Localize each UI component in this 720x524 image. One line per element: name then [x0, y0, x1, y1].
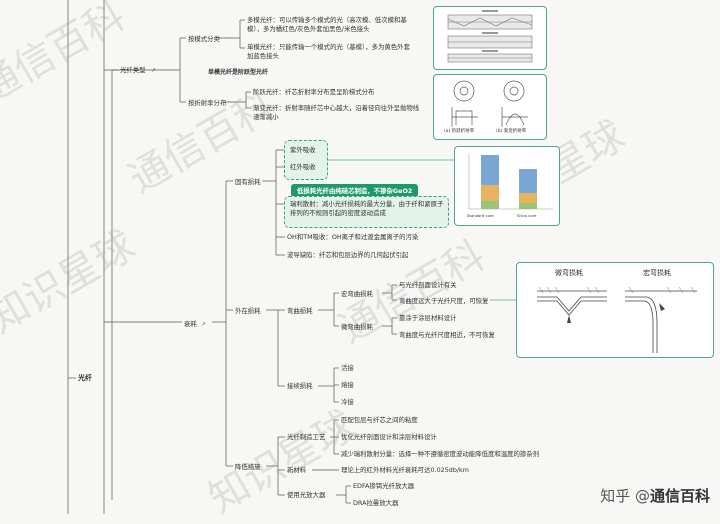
- node-process[interactable]: 光纤制造工艺: [287, 433, 326, 441]
- dashed-group-absorption: [284, 140, 328, 180]
- node-extrinsic-loss[interactable]: 外在损耗: [235, 307, 261, 315]
- chart-bar: [519, 203, 537, 209]
- chart-label-silica: Silica core: [517, 213, 537, 218]
- node-bending-loss[interactable]: 弯曲损耗: [287, 307, 313, 315]
- highlight-pure-silica: 低损耗光纤由纯硅芯制造，不掺杂GeO2: [291, 184, 419, 197]
- brand-watermark: 知乎 @通信百科: [600, 487, 710, 505]
- image-index-profile: (a) 阶跃折射率 (b) 渐变折射率: [433, 74, 547, 140]
- node-splice-item-1[interactable]: 活接: [341, 364, 354, 372]
- node-micro-item-2[interactable]: 弯曲度与光纤尺度相近，不可恢复: [399, 331, 495, 339]
- dashed-group-rayleigh: [284, 196, 449, 228]
- node-graded-index[interactable]: 渐变光纤：折射率随纤芯中心越大，沿着径向往外呈抛物线递渐减小: [253, 104, 420, 121]
- fig-caption-macro: 宏弯损耗: [643, 269, 671, 277]
- note-singlemode-step: 单模光纤是阶跃型光纤: [208, 69, 269, 76]
- external-link-icon[interactable]: ↗: [201, 321, 207, 328]
- chart-bar: [481, 201, 499, 209]
- node-micro-item-1[interactable]: 靠涂于涂层材料设计: [399, 314, 457, 322]
- node-splice-loss[interactable]: 接续损耗: [287, 382, 313, 390]
- node-amplifier[interactable]: 使用光放大器: [287, 491, 326, 499]
- node-amp-edfa[interactable]: EDFA掺铒光纤放大器: [353, 482, 415, 490]
- node-oh-tm[interactable]: OH和TM吸收：OH离子和过渡金属离子的污染: [287, 233, 419, 241]
- node-process-item-3[interactable]: 减少瑞利散射分量：选择一种不遵循密度波动能降低度和温度的掺杂剂: [341, 450, 540, 458]
- node-rayleigh[interactable]: 瑞利散射：减小光纤损耗的最大分量，由于纤和紧原子排列的不规则引起的密度波动造成: [290, 200, 444, 217]
- node-macro-item-2[interactable]: 弯曲度远大于光纤尺度，可恢复: [399, 297, 489, 305]
- chart-bar: [519, 169, 537, 193]
- node-root[interactable]: 光纤: [78, 374, 92, 382]
- node-process-item-1[interactable]: 匹配包层与纤芯之间的粘度: [341, 416, 418, 424]
- node-step-index[interactable]: 阶跃光纤：纤芯折射率分布是呈阶梯式分布: [253, 88, 375, 96]
- node-splice-item-3[interactable]: 冷接: [341, 398, 354, 406]
- node-singlemode[interactable]: 单模光纤：只能传输一个模式的光（基模），多为黄色外套加蓝色接头: [247, 43, 410, 60]
- chart-bar: [481, 185, 499, 201]
- node-reduction[interactable]: 降低措施: [235, 463, 261, 471]
- node-macro-item-1[interactable]: 与光纤剖面设计有关: [399, 281, 457, 289]
- node-uv-absorption[interactable]: 紫外吸收: [290, 146, 316, 154]
- node-amp-dra[interactable]: DRA拉曼放大器: [353, 499, 399, 507]
- chart-bar: [519, 193, 537, 203]
- node-by-index[interactable]: 按折射率分布: [188, 99, 227, 107]
- image-mode-diagram: [433, 6, 547, 70]
- external-link-icon[interactable]: ↗: [151, 67, 157, 74]
- fig-caption-step: (a) 阶跃折射率: [444, 129, 475, 134]
- fig-caption-graded: (b) 渐变折射率: [496, 129, 527, 134]
- node-ir-absorption[interactable]: 红外吸收: [290, 163, 316, 171]
- node-process-item-2[interactable]: 优化光纤剖面设计和涂层材料设计: [341, 433, 437, 441]
- node-by-mode[interactable]: 按模式分类: [188, 35, 220, 43]
- fig-caption-micro: 微弯损耗: [555, 269, 583, 277]
- node-splice-item-2[interactable]: 熔接: [341, 381, 354, 389]
- chart-label-standard: Standard core: [467, 213, 494, 218]
- image-bend-loss: 微弯损耗 宏弯损耗: [516, 262, 714, 358]
- node-multimode[interactable]: 多模光纤：可以传输多个模式的光（高次模、低次模和基模），多为橘红色/灰色外套加黑…: [247, 16, 407, 33]
- node-macro-bend[interactable]: 宏弯曲损耗: [341, 290, 373, 298]
- node-fiber-types[interactable]: 光纤类型: [120, 66, 146, 74]
- node-new-material[interactable]: 新材料: [287, 466, 307, 474]
- image-loss-chart: Standard core Silica core: [454, 146, 560, 226]
- node-attenuation[interactable]: 衰耗: [184, 320, 197, 328]
- node-intrinsic-loss[interactable]: 固有损耗: [235, 178, 261, 186]
- node-waveguide-defect[interactable]: 波导缺陷：纤芯和包层边界的几何起伏引起: [287, 251, 409, 259]
- chart-bar: [481, 155, 499, 185]
- node-micro-bend[interactable]: 微弯曲损耗: [341, 323, 373, 331]
- node-material-note[interactable]: 理论上的红外材料光纤衰耗可达0.025db/km: [341, 466, 469, 474]
